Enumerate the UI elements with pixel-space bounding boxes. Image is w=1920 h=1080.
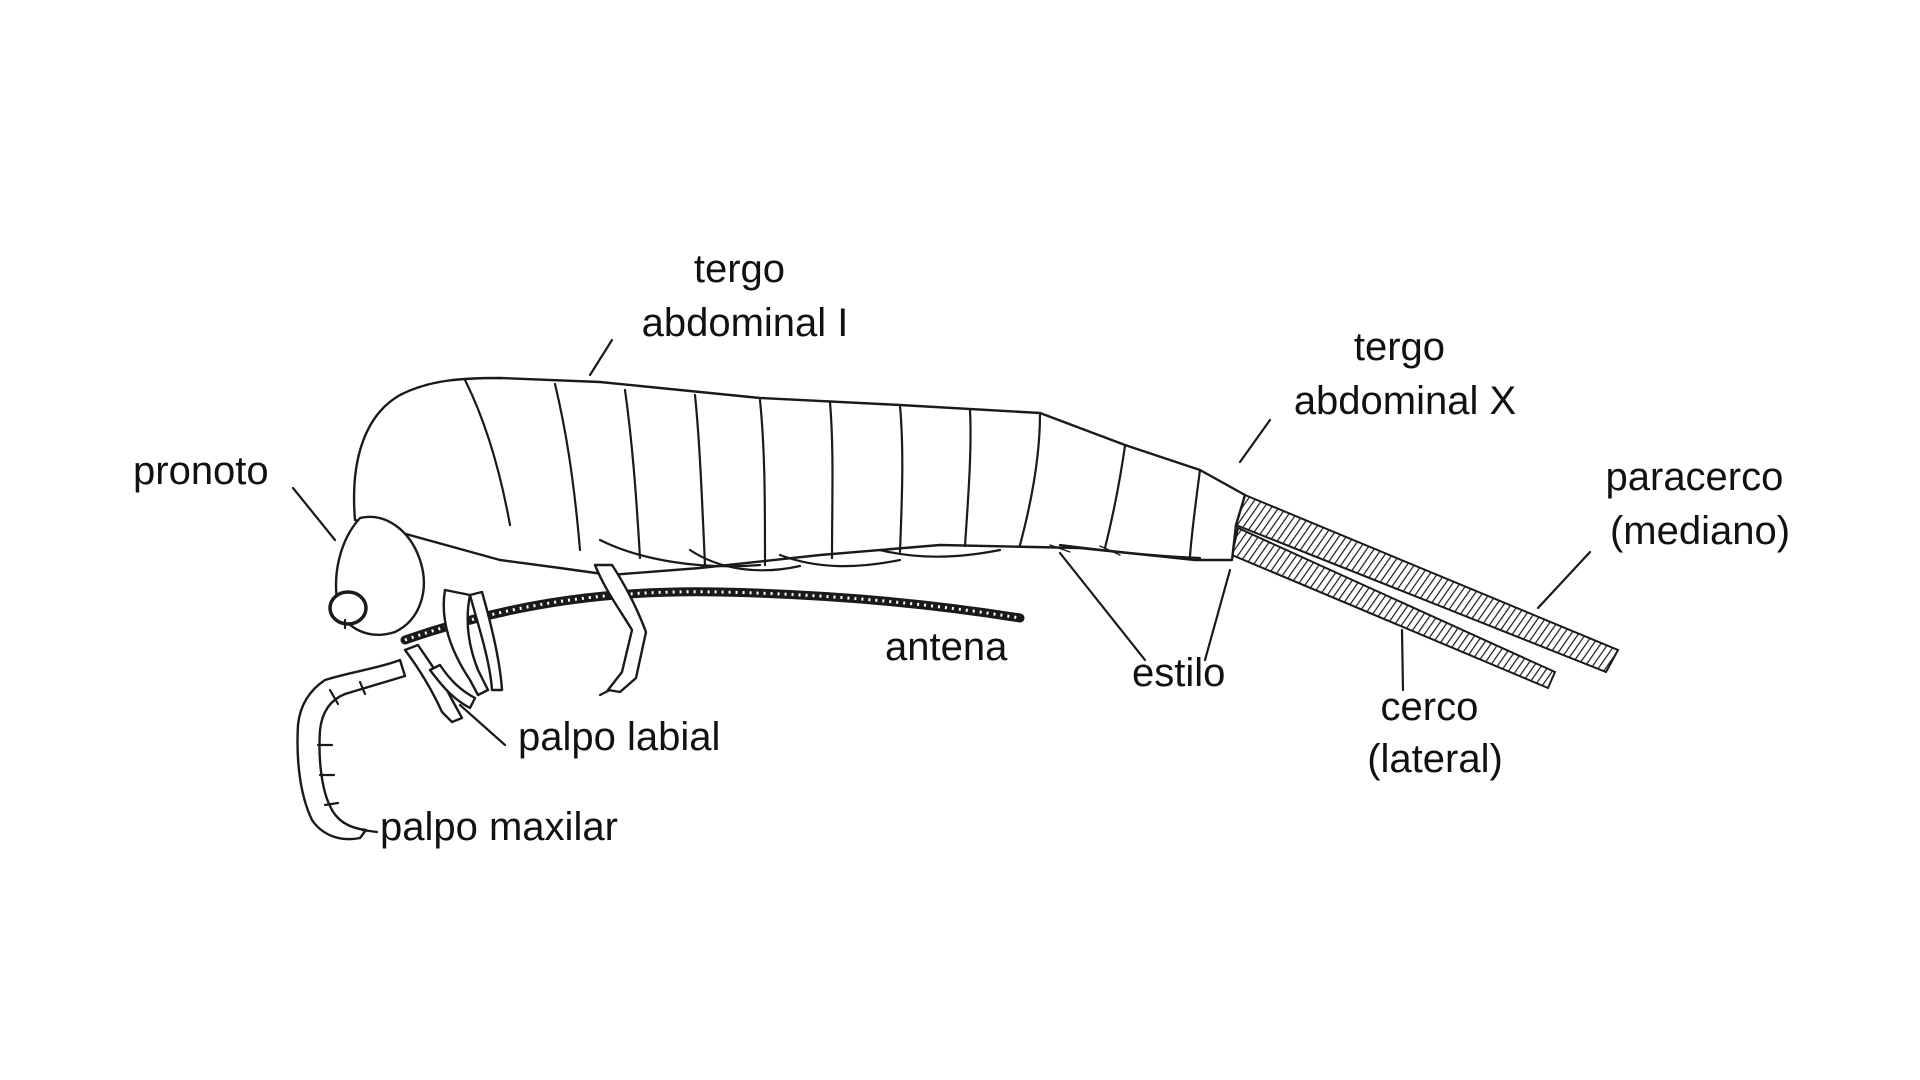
label-palpo-labial: palpo labial — [518, 715, 720, 759]
leader-paracerco — [1536, 550, 1592, 610]
legs — [442, 563, 648, 697]
label-palpo-maxilar: palpo maxilar — [380, 805, 618, 849]
label-antena: antena — [885, 625, 1008, 669]
leader-estilo-1 — [1058, 551, 1147, 662]
label-paracerco: paracerco (mediano) — [1606, 455, 1795, 553]
label-tergo-abdominal-x: tergo abdominal X — [1294, 325, 1516, 423]
labels: tergo abdominal I tergo abdominal X pron… — [133, 247, 1795, 849]
underside-plates — [598, 538, 1202, 572]
label-estilo: estilo — [1132, 651, 1225, 695]
compound-eye — [328, 590, 368, 626]
head — [328, 515, 425, 636]
leader-cerco — [1400, 628, 1405, 692]
body-outline — [352, 376, 1247, 577]
segment-lines — [463, 378, 1202, 567]
mouthparts — [296, 643, 477, 841]
label-tergo-abdominal-i: tergo abdominal I — [642, 247, 849, 345]
leader-lines — [291, 338, 1592, 834]
leader-palpo-labial — [458, 703, 507, 747]
leader-tergo-abdominal-x — [1238, 418, 1272, 464]
label-pronoto: pronoto — [133, 449, 269, 493]
label-cerco: cerco (lateral) — [1367, 685, 1503, 781]
leader-pronoto — [291, 486, 337, 542]
leader-estilo-2 — [1203, 568, 1232, 662]
insect-illustration — [296, 376, 1620, 841]
leader-tergo-abdominal-i — [588, 338, 614, 377]
leader-palpo-maxilar — [360, 828, 379, 834]
